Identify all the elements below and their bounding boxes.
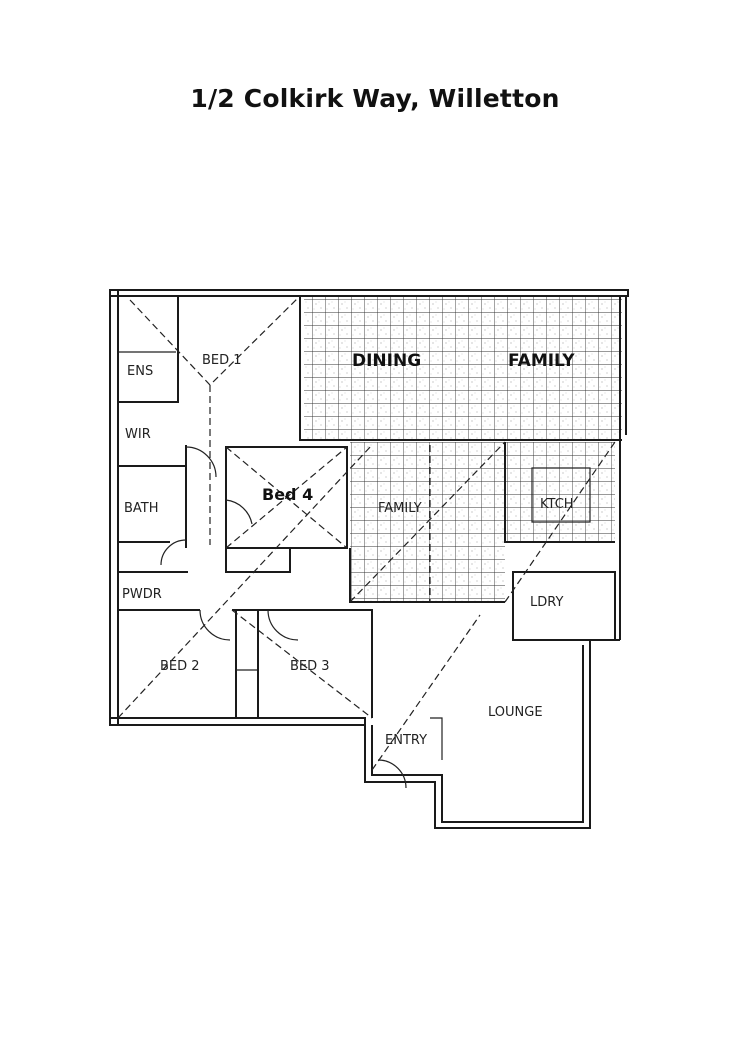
room-label-kitch: KTCH (540, 497, 574, 512)
door-swings (160, 446, 443, 789)
room-label-pwdr: PWDR (122, 587, 162, 602)
room-label-bed3: BED 3 (290, 659, 330, 674)
room-label-family-top: FAMILY (508, 351, 575, 371)
kitchen-tiled-floor (505, 442, 615, 542)
room-label-bed2: BED 2 (160, 659, 200, 674)
diagonal-dash-lines (117, 295, 616, 771)
room-label-ens: ENS (127, 364, 153, 379)
room-label-lounge: LOUNGE (488, 705, 543, 720)
room-label-dining: DINING (352, 351, 421, 371)
room-label-bed1: BED 1 (202, 353, 242, 368)
room-label-wir: WIR (125, 427, 151, 442)
room-label-family: FAMILY (378, 501, 422, 516)
room-label-bath: BATH (124, 501, 159, 516)
room-label-entry: ENTRY (385, 733, 427, 748)
page-title: 1/2 Colkirk Way, Willetton (190, 84, 560, 113)
room-label-ldry: LDRY (530, 595, 563, 610)
dining-family-tiled-floor (304, 297, 622, 439)
room-label-bed4: Bed 4 (262, 485, 313, 504)
